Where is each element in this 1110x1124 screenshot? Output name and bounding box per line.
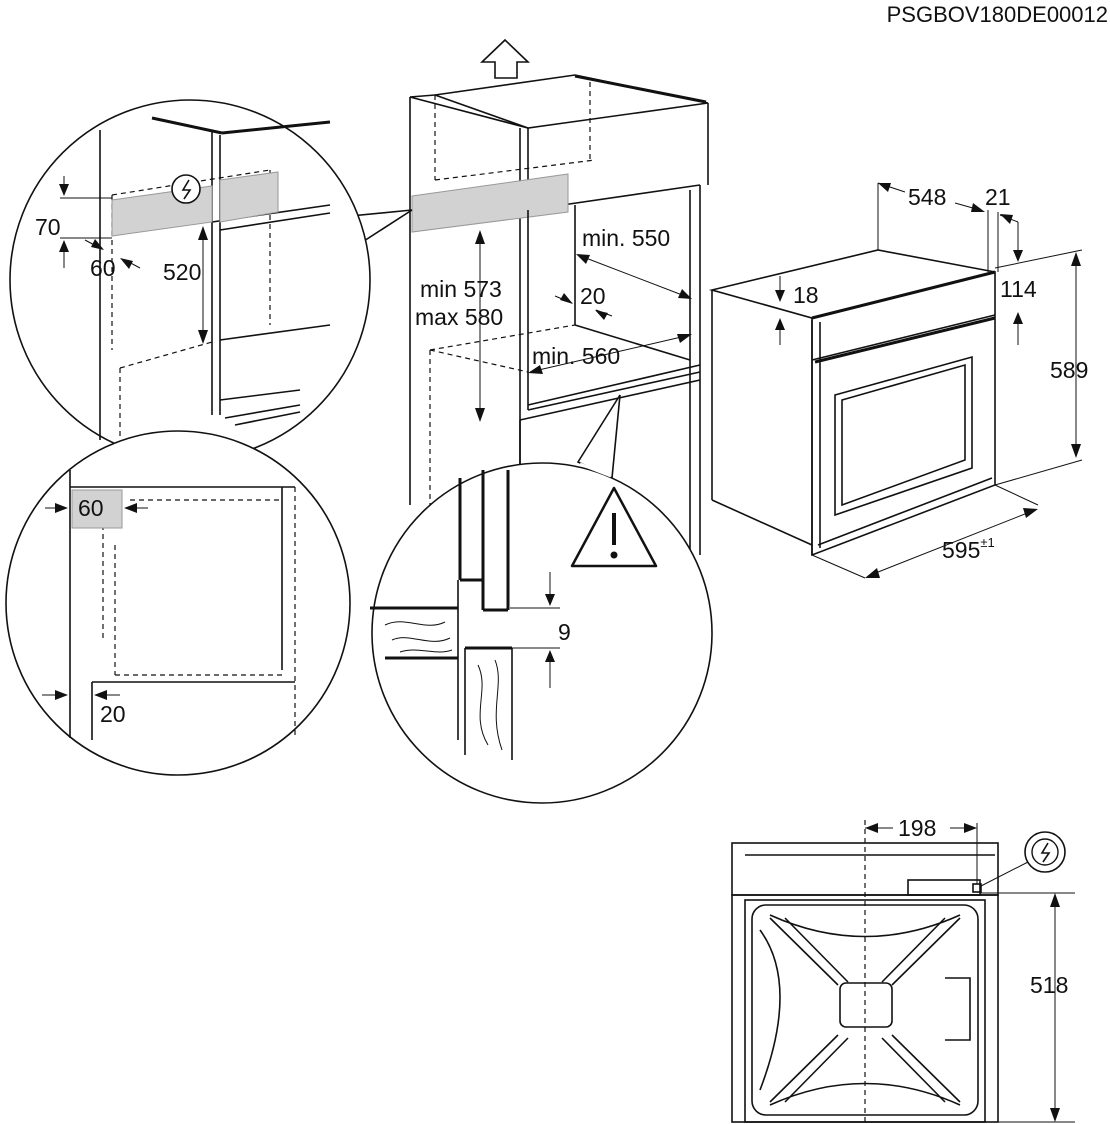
oven-drawing: 548 21 114 18 589 595±1 [708, 182, 1088, 579]
top-view-drawing: 198 518 [731, 815, 1075, 1123]
dim-20-side-label: 20 [100, 701, 126, 727]
min-height-label: min 573 [420, 276, 502, 302]
dim-9-label: 9 [558, 619, 571, 645]
electric-connection-icon [1024, 831, 1066, 873]
dim-60-label: 60 [90, 255, 116, 281]
warning-icon [570, 486, 658, 568]
max-height-label: max 580 [415, 304, 503, 330]
detail-circle-floor: 9 [370, 394, 713, 804]
oven-depth-label: 548 [908, 184, 946, 210]
oven-panel-label: 114 [1000, 276, 1037, 302]
min-width-bottom-label: min. 560 [532, 343, 620, 369]
gap-20-label: 20 [580, 283, 606, 309]
electric-connection-icon [171, 174, 201, 204]
dim-518-label: 518 [1030, 972, 1068, 998]
detail-circle-side: 60 20 [5, 430, 351, 776]
detail-circle-top: 70 60 520 [9, 99, 413, 461]
oven-front-label: 21 [985, 184, 1011, 210]
dim-70-label: 70 [35, 214, 61, 240]
min-width-top-label: min. 550 [582, 225, 670, 251]
oven-width-label: 595±1 [942, 535, 995, 563]
cabinet-column: min 573 max 580 min. 550 20 min. 560 [409, 38, 709, 555]
dim-198-label: 198 [898, 815, 936, 841]
oven-height-label: 589 [1050, 357, 1088, 383]
oven-width-tolerance: ±1 [980, 535, 994, 550]
up-arrow-icon [480, 38, 530, 79]
dim-60-side-label: 60 [78, 495, 104, 521]
document-code: PSGBOV180DE00012 [887, 2, 1108, 27]
oven-top-label: 18 [793, 282, 819, 308]
dim-520-label: 520 [163, 259, 201, 285]
oven-width-value: 595 [942, 537, 980, 563]
